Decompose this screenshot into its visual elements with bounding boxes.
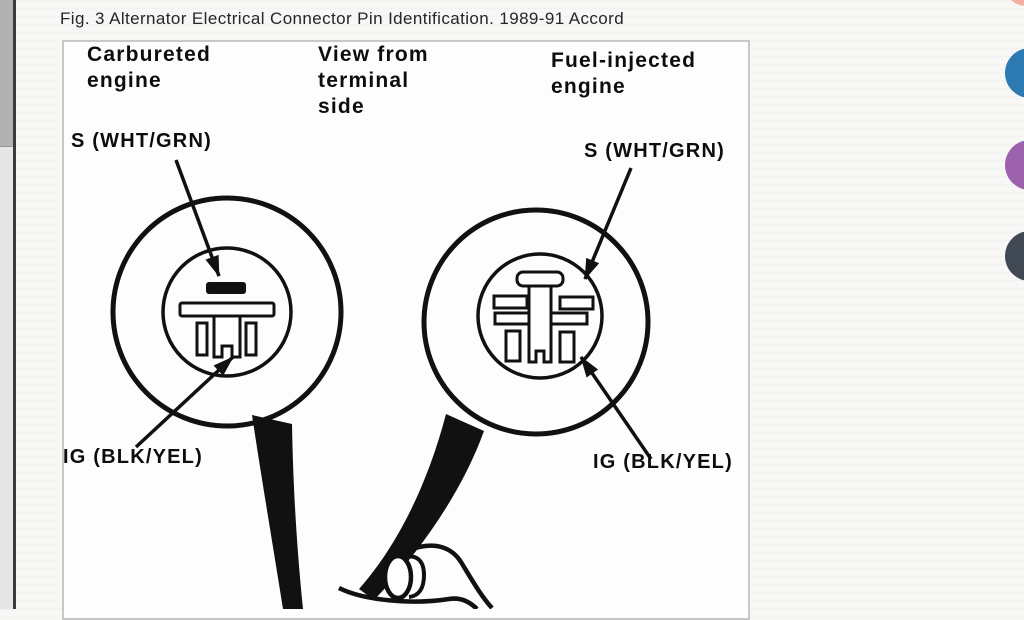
alternator-housing-top [411,543,494,609]
alternator-terminal-cylinder [382,553,414,601]
label-s-terminal-fuel-injected: S (WHT/GRN) [584,140,725,162]
fuel-injected-slot-right [558,330,576,364]
label-ig-terminal-carbureted: IG (BLK/YEL) [63,446,203,468]
carbureted-t-bar [178,301,276,318]
alternator-terminal-side [403,554,427,599]
fuel-injected-post-cap [515,270,565,288]
header-view-from-terminal-side: View from terminal side [318,43,429,118]
fuel-injected-ig-arrow [579,356,653,460]
carbureted-outer-ring [110,195,344,429]
edge-icon-blue[interactable] [1005,48,1024,98]
fuel-injected-outer-ring [421,207,651,437]
label-s-terminal-carbureted: S (WHT/GRN) [71,130,212,152]
fuel-injected-bar-left [492,294,529,310]
fuel-injected-post-stem [527,284,553,364]
figure-title: Fig. 3 Alternator Electrical Connector P… [60,9,625,28]
edge-icon-dark[interactable] [1005,231,1024,281]
alternator-sketch [337,543,494,609]
carbureted-lead-wire [252,415,303,609]
carbureted-s-arrow [174,159,221,277]
label-ig-terminal-fuel-injected: IG (BLK/YEL) [593,451,733,473]
carbureted-s-terminal [206,282,246,294]
carbureted-slot-left [195,321,209,357]
window-divider [13,0,16,609]
fuel-injected-slot-left [504,329,522,363]
fuel-injected-bar-right [558,295,595,311]
carbureted-connector [110,159,344,609]
fuel-injected-s-arrow [583,167,633,280]
header-carbureted-engine: Carbureted engine [87,43,212,92]
scrollbar-thumb[interactable] [0,0,13,147]
carbureted-ig-arrow [134,355,235,449]
edge-icon-purple[interactable] [1005,140,1024,190]
scrollbar-track[interactable] [0,0,13,609]
carbureted-slot-right [244,321,258,357]
fuel-injected-connector [359,167,653,600]
alternator-housing-bottom [337,585,479,609]
header-fuel-injected-engine: Fuel-injected engine [551,49,697,98]
fuel-injected-lead-wire [359,414,484,600]
edge-icon-red[interactable] [1004,0,1024,6]
